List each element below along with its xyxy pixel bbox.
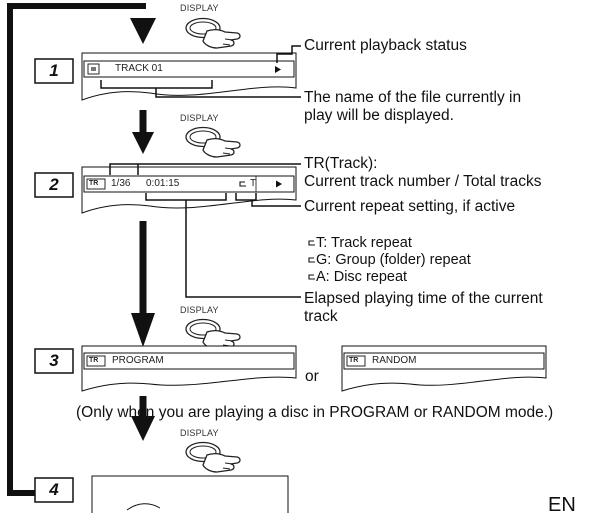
repeat-key-a: A bbox=[316, 269, 326, 285]
hand-press-3 bbox=[185, 318, 241, 350]
osd-program: PROGRAM bbox=[112, 355, 164, 366]
step-number-2: 2 bbox=[49, 175, 59, 194]
callout-elapsed-line2: track bbox=[304, 308, 338, 325]
hand-press-1 bbox=[185, 17, 241, 49]
screen-3a bbox=[81, 345, 297, 392]
repeat-item-disc: A: Disc repeat bbox=[316, 269, 407, 286]
screen-3b bbox=[341, 345, 547, 392]
repeat-key-g: G bbox=[316, 252, 328, 268]
callout-repeat-title: Current repeat setting, if active bbox=[304, 198, 516, 215]
callout-file-name-line2: play will be displayed. bbox=[304, 107, 454, 124]
arrow-2-3 bbox=[131, 221, 155, 347]
screen-2-callouts bbox=[109, 163, 301, 298]
hand-press-4 bbox=[185, 441, 241, 473]
tr-badge: TR bbox=[89, 180, 99, 187]
page-language-code: EN bbox=[548, 494, 576, 516]
display-button-label-1: DISPLAY bbox=[180, 3, 219, 13]
arrow-down-top bbox=[130, 18, 156, 44]
step-number-1: 1 bbox=[49, 61, 59, 80]
main-loop-line bbox=[7, 3, 146, 496]
osd-track-count: 1/36 bbox=[111, 178, 131, 189]
or-label: or bbox=[305, 368, 319, 385]
hand-press-2 bbox=[185, 126, 241, 158]
callout-tr-desc: Current track number / Total tracks bbox=[304, 173, 542, 190]
tr-badge-program: TR bbox=[89, 357, 99, 364]
tr-badge-random: TR bbox=[349, 357, 359, 364]
screen-1-callouts bbox=[100, 45, 301, 98]
repeat-desc-t: : Track repeat bbox=[323, 235, 412, 251]
mode-note: (Only when you are playing a disc in PRO… bbox=[76, 404, 554, 421]
osd-elapsed-time: 0:01:15 bbox=[146, 178, 180, 189]
osd-track-name: TRACK 01 bbox=[115, 63, 163, 74]
screen-4 bbox=[91, 475, 289, 513]
repeat-desc-g: : Group (folder) repeat bbox=[327, 252, 471, 268]
arrow-1-2 bbox=[132, 110, 154, 154]
screen-2 bbox=[81, 166, 297, 214]
step-number-3: 3 bbox=[49, 351, 59, 370]
repeat-desc-a: : Disc repeat bbox=[325, 269, 408, 285]
screen-1 bbox=[81, 52, 297, 101]
repeat-item-group: G: Group (folder) repeat bbox=[316, 252, 471, 269]
arrow-3-4 bbox=[131, 396, 155, 441]
step-number-4: 4 bbox=[49, 480, 59, 499]
callout-playback-status: Current playback status bbox=[304, 37, 467, 54]
step-boxes bbox=[34, 58, 74, 503]
repeat-key-t: T bbox=[316, 235, 324, 251]
repeat-item-track: T: Track repeat bbox=[316, 235, 412, 252]
display-button-label-3: DISPLAY bbox=[180, 305, 219, 315]
display-button-label-2: DISPLAY bbox=[180, 113, 219, 123]
osd-random: RANDOM bbox=[372, 355, 417, 366]
display-button-label-4: DISPLAY bbox=[180, 428, 219, 438]
callout-elapsed-line1: Elapsed playing time of the current bbox=[304, 290, 543, 307]
callout-tr-title: TR(Track): bbox=[304, 155, 378, 172]
osd-repeat-mode: T bbox=[250, 178, 257, 189]
callout-file-name-line1: The name of the file currently in bbox=[304, 89, 522, 106]
repeat-glyphs bbox=[239, 181, 315, 280]
